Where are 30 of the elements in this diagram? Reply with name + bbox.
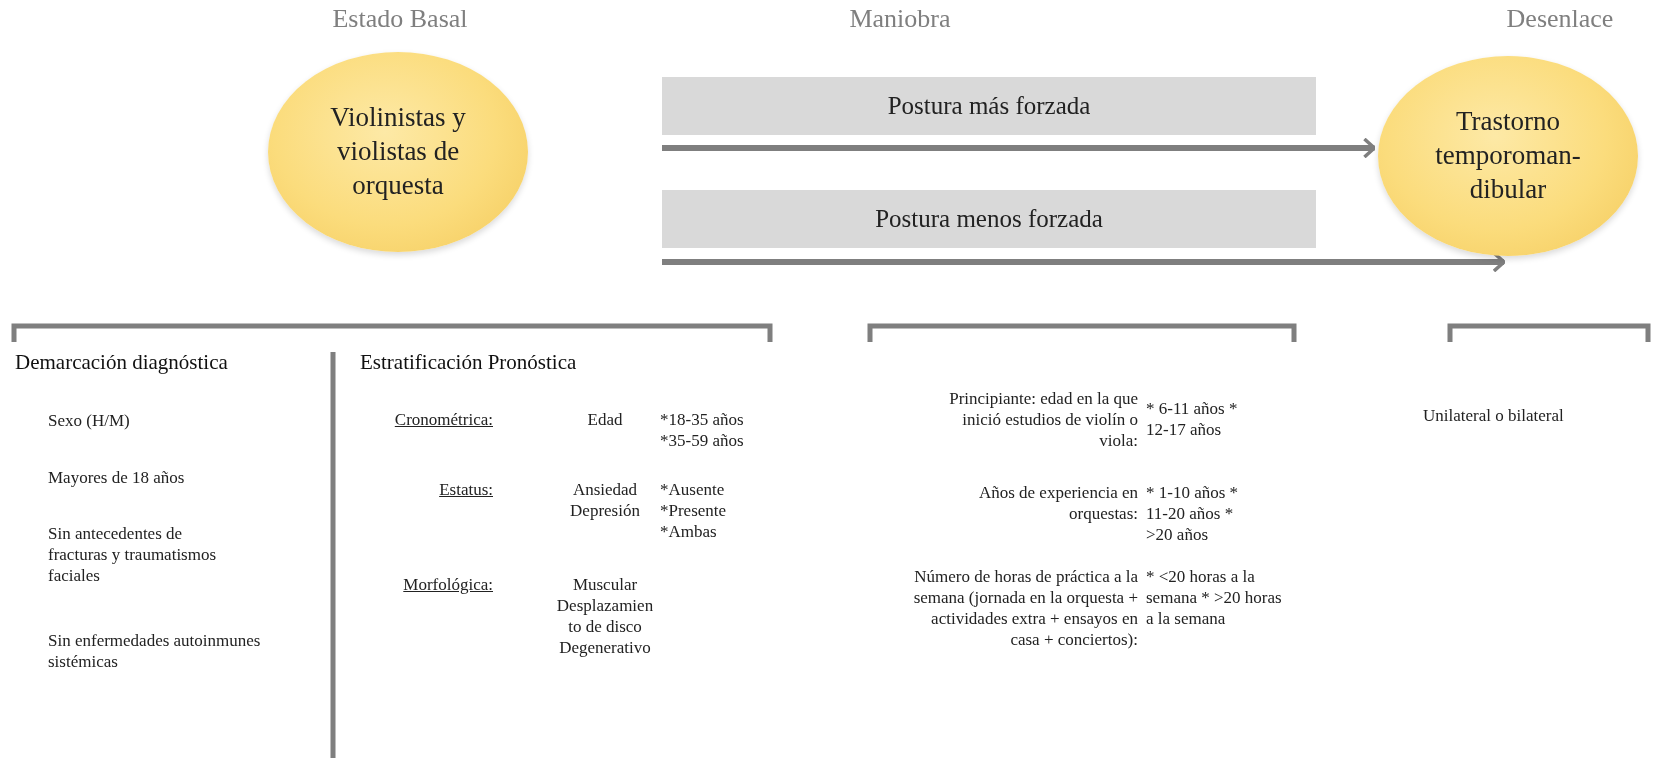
variable-text: Número de horas de práctica a la semana (jornada en la orquesta + actividades extra + ensayos en casa + conciertos): <box>912 566 1138 650</box>
value-text: * 1-10 años * 11-20 años * >20 años <box>1146 482 1240 545</box>
variable-text: Años de experiencia en orquestas: <box>977 482 1138 524</box>
value-text: * <20 horas a la semana * >20 horas a la semana <box>1146 566 1283 629</box>
variable-text: Muscular Desplazamiento de disco Degenerativo <box>555 574 655 658</box>
criterion-text: Sexo (H/M) <box>48 410 131 431</box>
value-text: *Ausente *Presente *Ambas <box>660 479 728 542</box>
criterion-text: Mayores de 18 años <box>48 467 186 488</box>
criterion-text: Sin antecedentes de fracturas y traumatismos faciales <box>48 523 218 586</box>
variable-text: Principiante: edad en la que inició estudios de violín o viola: <box>948 388 1138 451</box>
maneuver-band <box>662 190 1316 248</box>
category-label: Morfológica: <box>402 574 493 595</box>
variable-text: Ansiedad Depresión <box>569 479 641 521</box>
node-text: Violinistas y violistas de orquesta <box>329 101 467 202</box>
value-text: *18-35 años *35-59 años <box>660 409 745 451</box>
variable-text: Edad <box>586 409 624 430</box>
category-label: Estatus: <box>438 479 493 500</box>
node-text: Postura menos forzada <box>875 204 1103 235</box>
node-text: Trastorno temporoman-dibular <box>1434 105 1582 206</box>
column-heading: Desenlace <box>1505 8 1615 29</box>
criterion-text: Sin enfermedades autoinmunes sistémicas <box>48 630 262 672</box>
column-heading: Maniobra <box>848 8 952 29</box>
section-heading: Estratificación Pronóstica <box>360 352 578 373</box>
category-label: Cronométrica: <box>393 409 493 430</box>
value-text: * 6-11 años * 12-17 años <box>1146 398 1239 440</box>
outcome-text: Unilateral o bilateral <box>1423 405 1565 426</box>
column-heading: Estado Basal <box>331 8 469 29</box>
section-heading: Demarcación diagnóstica <box>15 352 229 373</box>
maneuver-band <box>662 77 1316 135</box>
node-text: Postura más forzada <box>887 91 1091 122</box>
